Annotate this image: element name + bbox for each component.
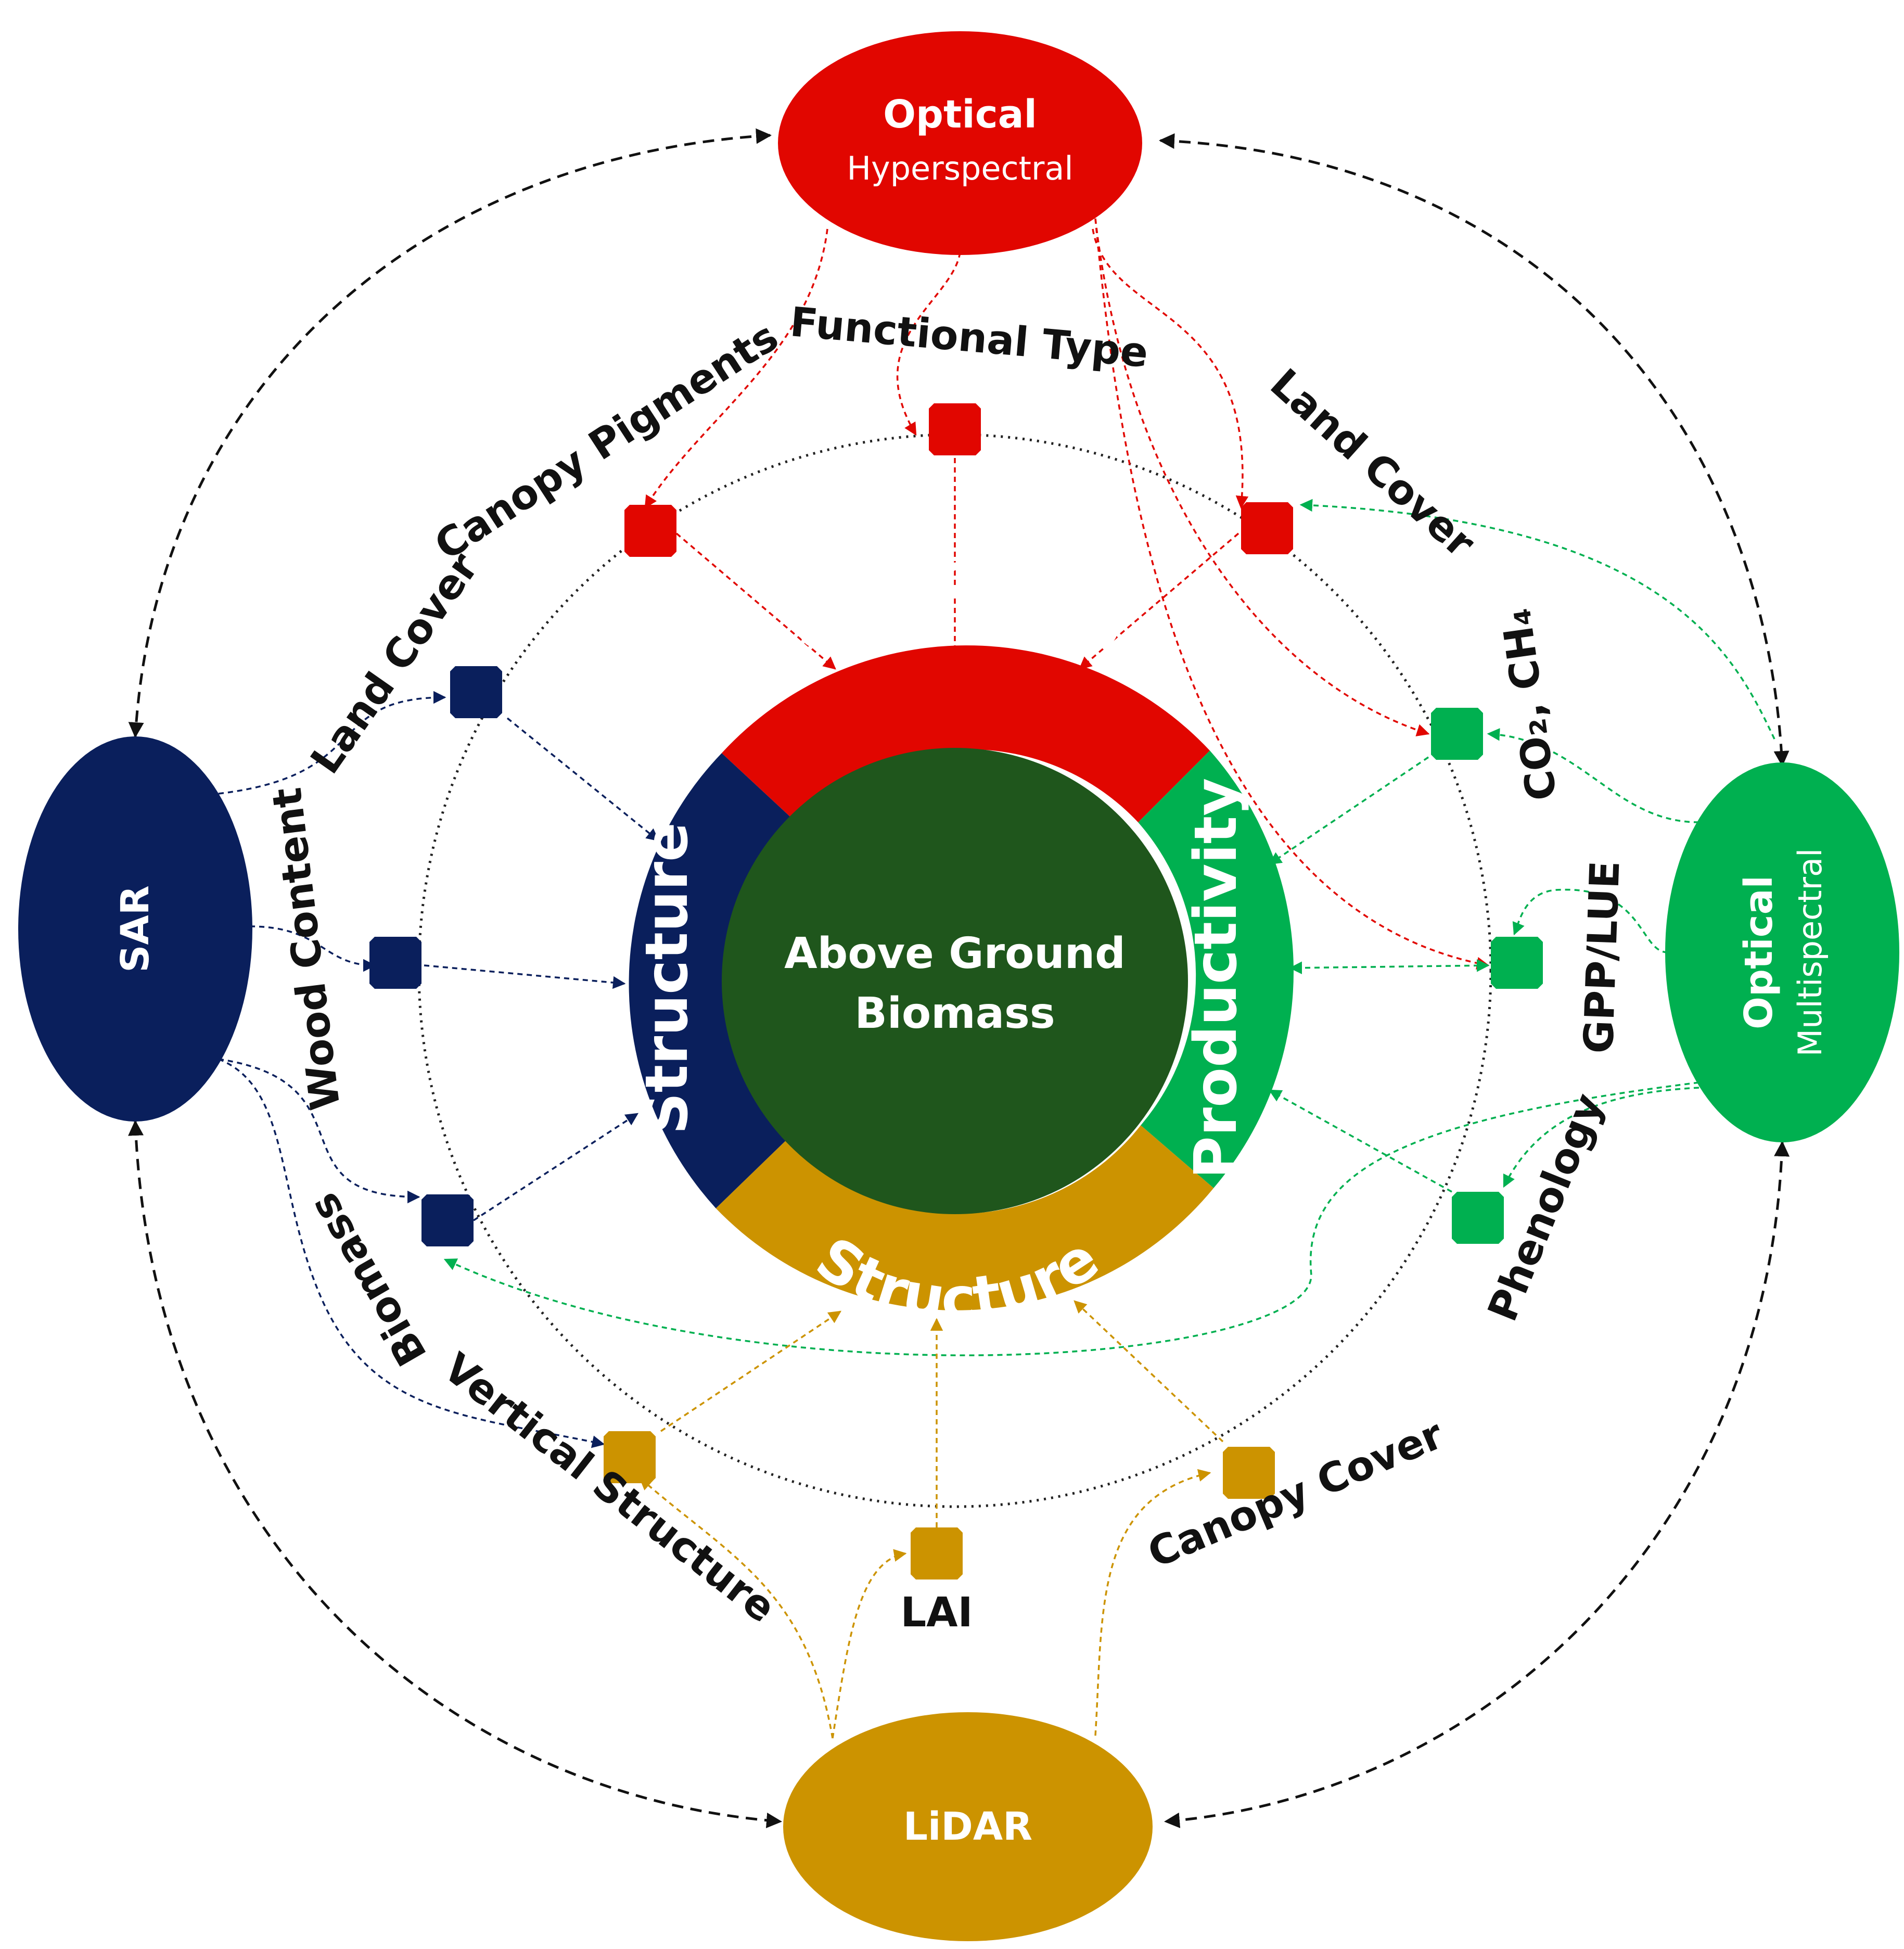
node-phenology [1452,1192,1504,1244]
center-label-line1: Above Ground [784,929,1126,978]
node-vertical-structure [604,1431,656,1483]
label-lai: LAI [900,1589,973,1636]
node-functional-type [929,403,981,455]
label-co2-ch4: CO₂, CH₄ [1493,606,1566,804]
node-canopy-pigments [624,505,676,557]
productivity-segment [1138,750,1294,1188]
hyperspectral-subtitle: Hyperspectral [847,149,1073,187]
link-multispectral-lidar [1164,1141,1790,1828]
structure-bottom-segment [715,1125,1214,1310]
label-biomass: Biomass [300,1185,436,1373]
label-canopy-pigments: Canopy Pigments [427,313,786,570]
biomass-core [722,748,1188,1214]
hyperspectral-links [644,218,1490,970]
structure-left-label: Structure [633,822,701,1135]
node-biomass [421,1194,474,1246]
node-gpp-lue [1491,937,1543,989]
link-hyperspectral-multispectral [1159,133,1790,767]
label-land-cover-red: Land Cover [1261,360,1484,567]
label-vertical-structure: Vertical Structure [435,1344,784,1632]
productivity-label: Productivity [1182,778,1250,1179]
sar-links [218,691,659,1448]
outer-source-links [128,128,1790,1828]
node-land-cover-blue [450,666,502,718]
source-optical-hyperspectral: Optical Hyperspectral [778,31,1142,255]
source-lidar: LiDAR [783,1712,1153,1941]
node-lai [911,1527,963,1579]
node-land-cover-red [1241,502,1293,554]
multispectral-subtitle: Multispectral [1791,848,1829,1056]
link-sar-lidar [128,1120,782,1828]
label-wood-content: Wood Content [264,785,350,1113]
link-hyperspectral-sar [128,128,772,738]
label-functional-type: Functional Type [788,299,1150,377]
sar-title: SAR [113,885,158,973]
label-gpp-lue: GPP/LUE [1576,860,1629,1054]
lidar-links [639,1300,1224,1739]
source-sar: SAR [18,736,252,1122]
multispectral-links [443,499,1775,1357]
multispectral-title: Optical [1736,875,1781,1029]
hyperspectral-title: Optical [883,92,1037,137]
label-land-cover-blue: Land Cover [302,545,488,783]
node-markers [369,403,1543,1579]
lidar-title: LiDAR [903,1804,1032,1849]
node-wood-content [369,937,421,989]
label-canopy-cover: Canopy Cover [1141,1411,1450,1577]
node-co2-ch4 [1431,708,1483,760]
source-optical-multispectral: Optical Multispectral [1665,762,1899,1142]
center-label-line2: Biomass [854,989,1055,1038]
node-canopy-cover [1223,1447,1275,1499]
biomass-ring [629,645,1294,1310]
